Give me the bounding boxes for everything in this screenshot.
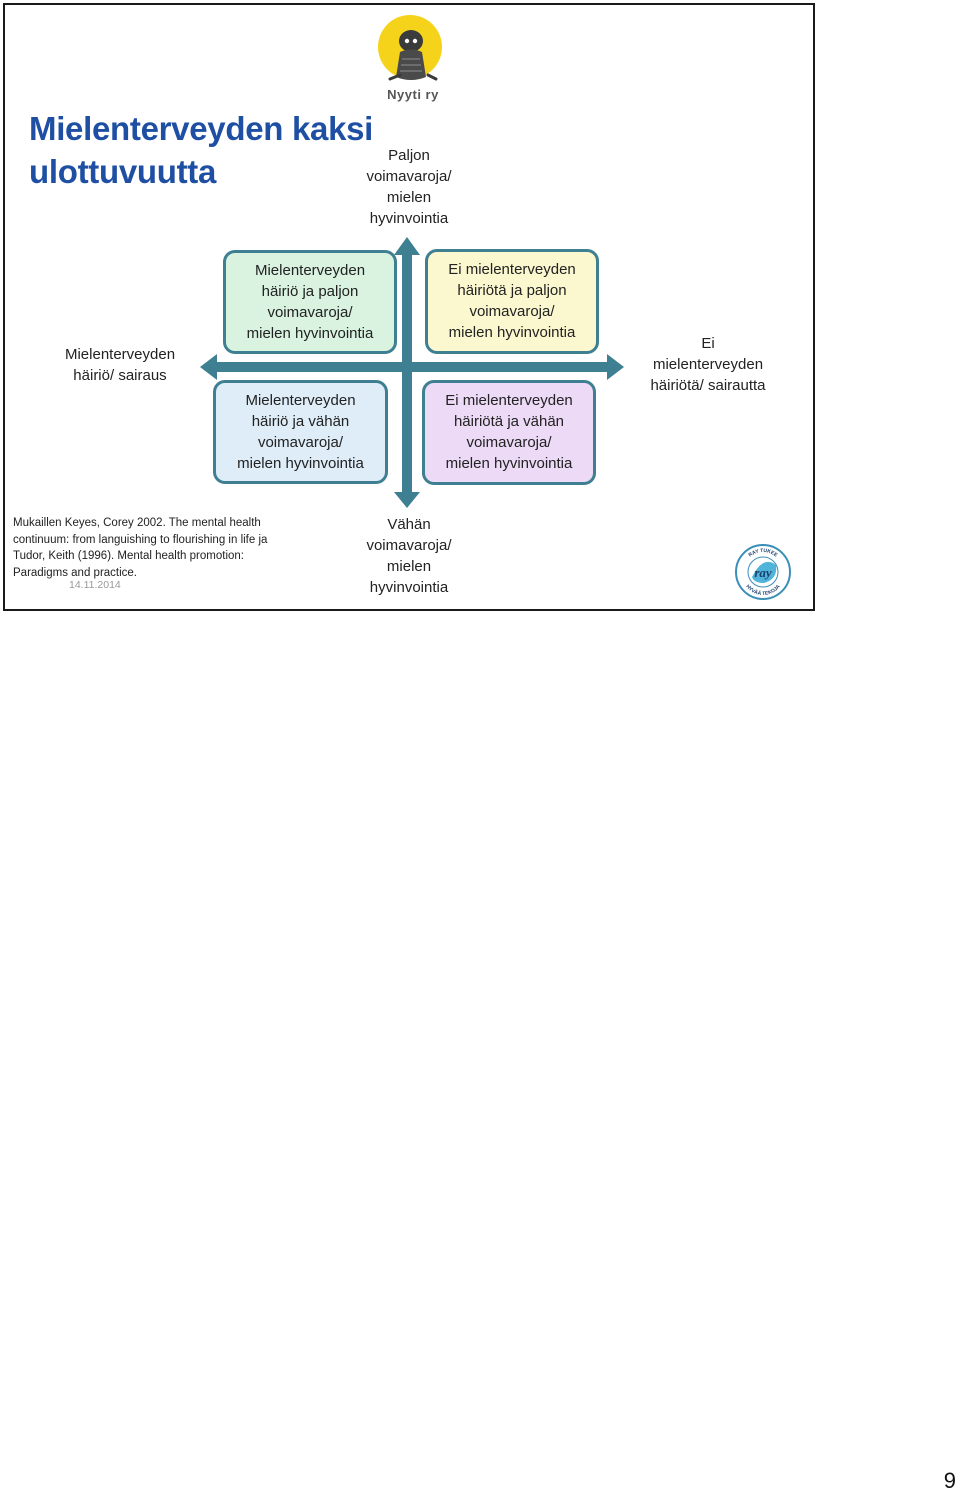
axis-top-line: voimavaroja/: [366, 168, 452, 185]
quadrant-line: voimavaroja/: [267, 304, 353, 321]
axis-top-line: hyvinvointia: [369, 210, 449, 227]
axis-arrows: [200, 237, 624, 508]
quadrant-line: häiriö ja paljon: [261, 283, 359, 300]
title-line-1: Mielenterveyden kaksi: [29, 110, 374, 147]
quadrant-line: mielen hyvinvointia: [246, 325, 374, 342]
ray-logo-center: ray: [754, 565, 772, 580]
quadrant-bottom-right: Ei mielenterveyden häiriötä ja vähän voi…: [422, 380, 596, 485]
ray-logo-icon: ray RAY TUKEE HYVÄÄ TEKOJA: [735, 544, 791, 600]
citation: Mukaillen Keyes, Corey 2002. The mental …: [13, 515, 323, 581]
axis-label-top: Paljon voimavaroja/ mielen hyvinvointia: [347, 145, 471, 229]
axis-label-left: Mielenterveyden häiriö/ sairaus: [45, 344, 195, 386]
logo-figure-icon: [388, 30, 438, 81]
quadrant-top-left: Mielenterveyden häiriö ja paljon voimava…: [223, 250, 397, 354]
quadrant-line: voimavaroja/: [469, 303, 555, 320]
axis-label-bottom: Vähän voimavaroja/ mielen hyvinvointia: [347, 514, 471, 598]
citation-line: Mukaillen Keyes, Corey 2002. The mental …: [13, 517, 261, 529]
citation-line: Paradigms and practice.: [13, 566, 138, 579]
quadrant-bottom-left: Mielenterveyden häiriö ja vähän voimavar…: [213, 380, 388, 484]
quadrant-top-right: Ei mielenterveyden häiriötä ja paljon vo…: [425, 249, 599, 354]
quadrant-line: mielen hyvinvointia: [237, 455, 364, 472]
axis-bottom-line: voimavaroja/: [366, 537, 452, 554]
axis-top-line: mielen: [386, 189, 432, 206]
ray-logo-ring-top: RAY TUKEE: [748, 548, 779, 559]
horizontal-axis-shaft: [213, 362, 613, 372]
slide-date: 14.11.2014: [69, 579, 121, 591]
nyyti-logo: Nyyti ry: [375, 15, 451, 105]
arrow-left-icon: [200, 354, 217, 380]
quadrant-line: Ei mielenterveyden: [448, 261, 576, 278]
logo-text: Nyyti ry: [387, 87, 439, 102]
axis-right-line: mielenterveyden: [652, 356, 764, 373]
axis-label-right: Ei mielenterveyden häiriötä/ sairautta: [633, 333, 783, 396]
quadrant-line: mielen hyvinvointia: [448, 324, 576, 341]
svg-text:RAY TUKEE: RAY TUKEE: [748, 548, 779, 559]
axis-left-line: Mielenterveyden: [64, 346, 176, 363]
axis-bottom-line: Vähän: [387, 516, 431, 533]
axis-left-line: häiriö/ sairaus: [73, 367, 167, 384]
axis-right-line: häiriötä/ sairautta: [650, 377, 766, 394]
axis-bottom-line: hyvinvointia: [369, 579, 449, 596]
quadrant-line: Mielenterveyden: [254, 262, 366, 279]
title-line-2: ulottuvuutta: [29, 153, 217, 190]
page-number: 9: [943, 1468, 956, 1493]
citation-line: continuum: from languishing to flourishi…: [13, 533, 268, 546]
quadrant-line: mielen hyvinvointia: [445, 455, 573, 472]
axis-bottom-line: mielen: [386, 558, 432, 575]
quadrant-line: Ei mielenterveyden: [445, 392, 573, 409]
arrow-right-icon: [607, 354, 624, 380]
quadrant-line: häiriö ja vähän: [251, 413, 350, 430]
citation-line: Tudor, Keith (1996). Mental health promo…: [13, 550, 244, 562]
slide-title: Mielenterveyden kaksi ulottuvuutta: [29, 107, 409, 193]
quadrant-line: voimavaroja/: [257, 434, 344, 451]
slide: Mielenterveyden kaksi ulottuvuutta Nyyti…: [3, 3, 815, 611]
axis-right-line: Ei: [701, 335, 715, 352]
quadrant-line: voimavaroja/: [466, 434, 552, 451]
quadrant-line: häiriötä ja vähän: [453, 413, 565, 430]
vertical-axis-shaft: [402, 250, 412, 498]
arrow-down-icon: [394, 492, 420, 508]
axis-top-line: Paljon: [388, 147, 430, 164]
quadrant-line: Mielenterveyden: [245, 392, 356, 409]
quadrant-line: häiriötä ja paljon: [457, 282, 567, 299]
arrow-up-icon: [394, 237, 420, 255]
